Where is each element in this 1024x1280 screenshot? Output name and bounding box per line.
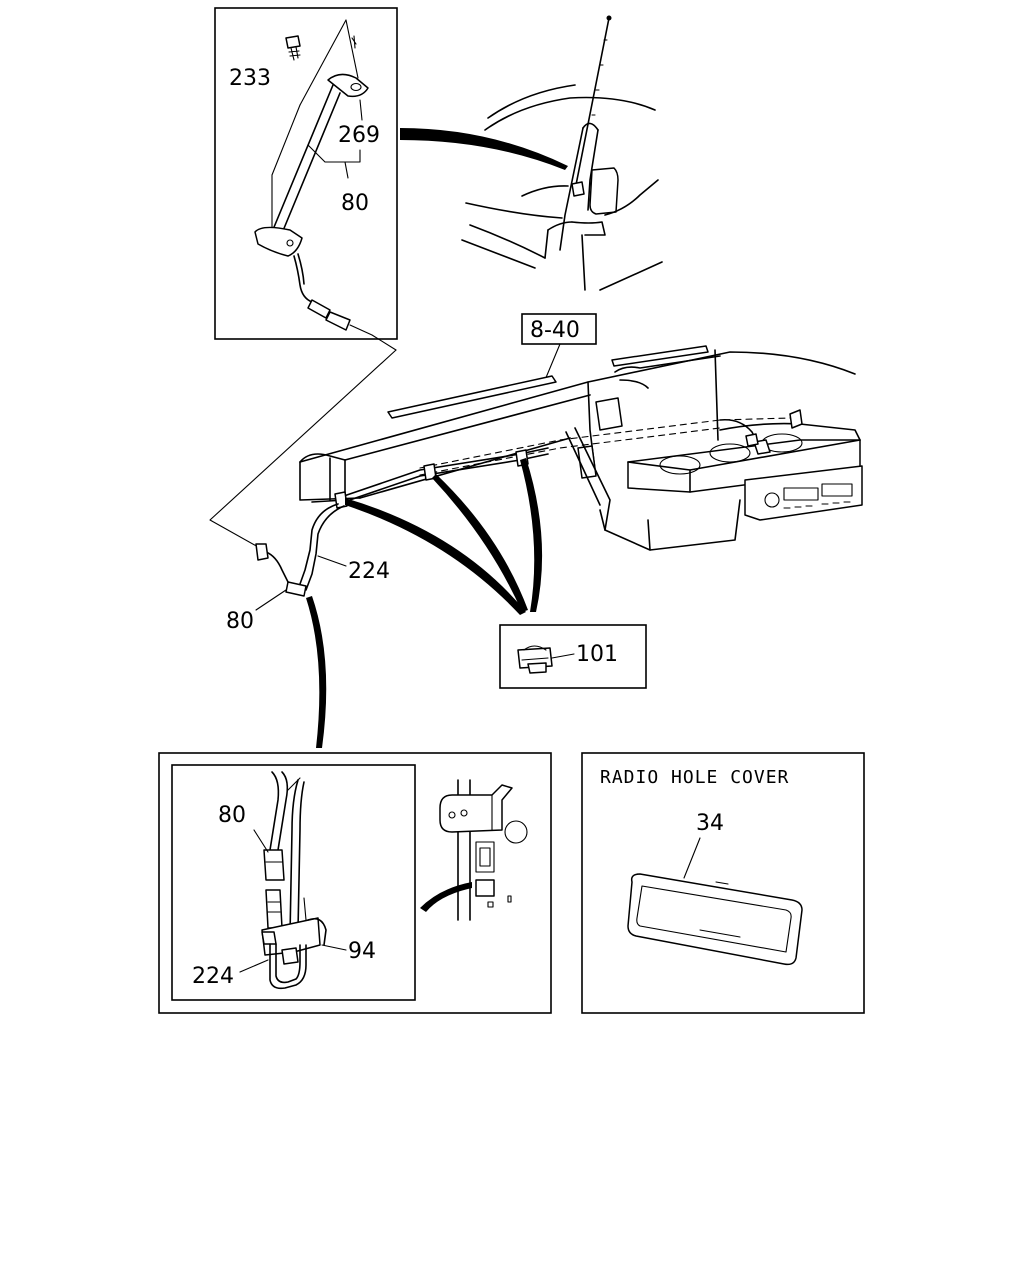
callout-arrow-jamb: [420, 882, 472, 912]
radio-hole-cover-icon: [627, 873, 803, 966]
dashboard-assembly: [255, 345, 863, 597]
label-269: 269: [338, 123, 380, 148]
connector-detail: [261, 771, 327, 990]
callout-arrow-clip-2: [432, 474, 528, 612]
callout-arrow-top: [400, 128, 568, 170]
base-mount: [254, 226, 303, 257]
radio-hole-cover-frame: [581, 752, 865, 1014]
clip-box: [499, 624, 647, 689]
antenna-inset-frame: [214, 7, 398, 340]
door-jamb-view: [439, 779, 528, 921]
label-34: 34: [696, 811, 724, 836]
bolt-233-icon: [285, 35, 301, 61]
vehicle-pillar-view: [461, 15, 663, 291]
label-80-inset: 80: [218, 803, 246, 828]
radio-hole-cover-title: RADIO HOLE COVER: [600, 767, 789, 788]
connector-detail-inset: [171, 764, 416, 1001]
callout-arrow-clip-1: [345, 498, 526, 615]
callout-arrow-clip-3: [520, 458, 543, 612]
label-101: 101: [576, 642, 618, 667]
label-80-top: 80: [341, 191, 369, 216]
label-94: 94: [348, 939, 376, 964]
label-8-40: 8-40: [530, 318, 580, 343]
clip-101-icon: [517, 645, 553, 674]
connector-detail-frame: [158, 752, 552, 1014]
label-224-inset: 224: [192, 964, 234, 989]
label-80-mid: 80: [226, 609, 254, 634]
label-224-mid: 224: [348, 559, 390, 584]
inset-leader-line: [209, 349, 397, 549]
top-bracket: [327, 73, 369, 98]
side-mirror: [589, 167, 619, 215]
label-233: 233: [229, 66, 271, 91]
antenna-inset: [214, 7, 398, 351]
ref-box-8-40: [521, 313, 597, 345]
callout-arrow-bottom: [306, 596, 327, 748]
